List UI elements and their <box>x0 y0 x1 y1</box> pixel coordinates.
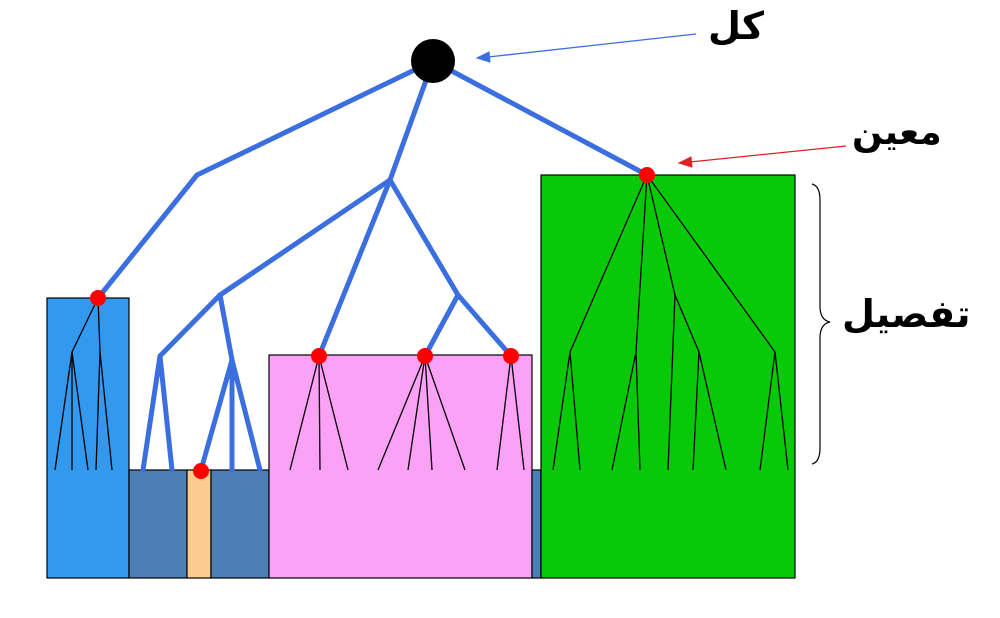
arrow-to-root <box>475 33 697 63</box>
steel-box-narrow <box>531 469 542 579</box>
node-pink-1 <box>311 348 327 364</box>
label-specific: معين <box>852 112 942 153</box>
specific-nodes <box>90 167 655 479</box>
pink-box <box>268 354 533 579</box>
green-box <box>540 174 796 579</box>
node-peach <box>193 463 209 479</box>
blue-box <box>46 297 130 579</box>
detail-brace <box>811 183 831 465</box>
label-whole: كل <box>708 4 765 48</box>
arrow-to-specific <box>677 145 847 168</box>
category-boxes <box>46 174 796 579</box>
peach-box <box>186 469 212 579</box>
steel-box-left <box>128 469 188 579</box>
node-blue <box>90 290 106 306</box>
label-detail: تفصيل <box>842 292 971 336</box>
node-green <box>639 167 655 183</box>
hierarchy-branches <box>95 58 650 473</box>
node-pink-3 <box>503 348 519 364</box>
steel-box-right <box>210 469 270 579</box>
detail-twigs <box>54 174 789 471</box>
root-node <box>411 39 455 83</box>
node-pink-2 <box>417 348 433 364</box>
